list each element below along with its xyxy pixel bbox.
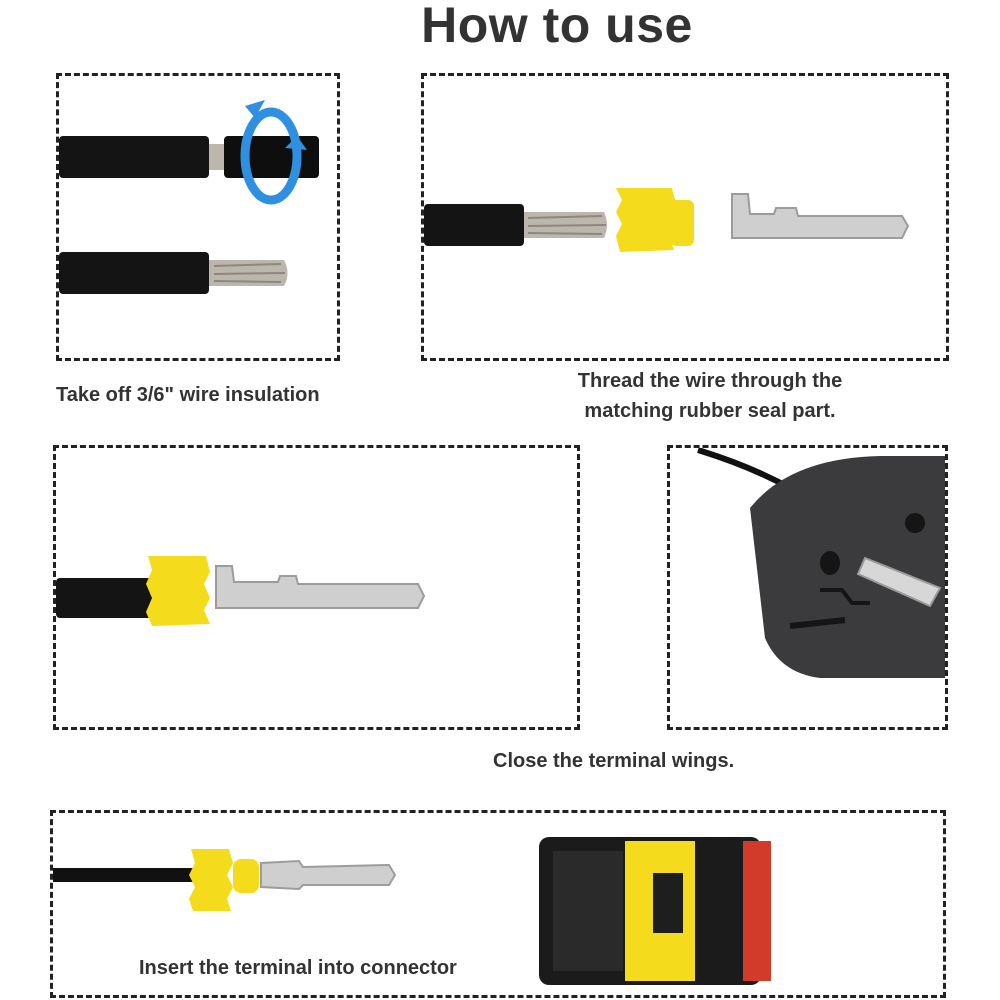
step-5-caption: Insert the terminal into connector bbox=[139, 957, 457, 979]
step-3-panel bbox=[53, 445, 580, 730]
crimp-terminal bbox=[260, 859, 397, 891]
rubber-seal bbox=[189, 849, 259, 911]
step-2-panel bbox=[421, 73, 949, 361]
wire-lead bbox=[697, 448, 792, 491]
strip-wire-illustration bbox=[59, 100, 319, 294]
rubber-seal bbox=[616, 188, 694, 252]
wire-jacket bbox=[424, 204, 524, 246]
step-1-panel bbox=[56, 73, 340, 361]
step-2-caption-line-1: Thread the wire through the bbox=[577, 370, 843, 392]
step-5-panel bbox=[50, 810, 946, 998]
insulation-sleeve bbox=[224, 136, 319, 178]
crimp-terminal bbox=[731, 193, 910, 239]
step-1-caption: Take off 3/6" wire insulation bbox=[56, 384, 320, 406]
terminal-in-tool bbox=[856, 556, 942, 608]
rotate-arrow-icon bbox=[240, 100, 307, 205]
step-2-caption: Thread the wire through the matching rub… bbox=[548, 366, 872, 426]
step-4-panel bbox=[667, 445, 948, 730]
wire-jacket bbox=[56, 578, 156, 618]
crimp-tool bbox=[750, 456, 945, 678]
crimp-terminal bbox=[215, 565, 426, 609]
connector-housing bbox=[539, 837, 771, 985]
crimp-tool-illustration bbox=[697, 448, 945, 678]
rubber-seal bbox=[146, 556, 210, 626]
page-title: How to use bbox=[421, 0, 693, 53]
wire-jacket-bottom bbox=[59, 252, 209, 294]
connector-illustration bbox=[53, 837, 771, 985]
thread-seal-illustration bbox=[424, 188, 910, 252]
step-2-caption-line-2: matching rubber seal part. bbox=[584, 400, 836, 422]
connector-latch bbox=[743, 841, 771, 981]
wire-jacket-top bbox=[59, 136, 209, 178]
exposed-strands-top bbox=[209, 144, 227, 170]
assembled-terminal-illustration bbox=[56, 556, 426, 626]
step-3-caption: Close the terminal wings. bbox=[493, 750, 735, 772]
